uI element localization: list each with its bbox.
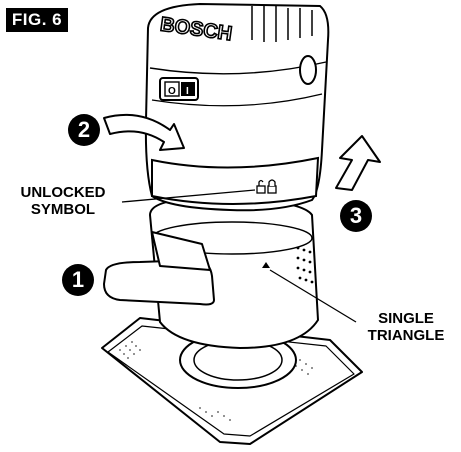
- callout-single-triangle: SINGLE TRIANGLE: [352, 310, 460, 344]
- grip-ridges: [251, 6, 313, 42]
- rotate-arrow-icon: [103, 113, 185, 151]
- step-badge-2: 2: [68, 114, 100, 146]
- callout-unlocked-line1: UNLOCKED: [20, 184, 106, 201]
- step-badge-1: 1: [62, 264, 94, 296]
- switch-off-label: O: [168, 86, 176, 97]
- figure-label: FIG. 6: [6, 8, 68, 32]
- callout-single-line1: SINGLE: [378, 310, 434, 327]
- lift-arrow-icon: [335, 135, 381, 191]
- clamp-lever: [103, 231, 215, 306]
- step-badge-3: 3: [340, 200, 372, 232]
- single-triangle-marker: [262, 262, 270, 268]
- unlocked-symbol: [256, 179, 277, 194]
- callout-unlocked-line2: SYMBOL: [30, 201, 96, 218]
- leader-lines: [121, 189, 357, 323]
- vent-holes: [296, 246, 314, 284]
- callout-single-line2: TRIANGLE: [367, 327, 445, 344]
- callout-unlocked-symbol: UNLOCKED SYMBOL: [4, 184, 122, 218]
- side-knob: [299, 55, 317, 85]
- switch-on-label: I: [186, 86, 189, 97]
- power-switch: O I: [159, 77, 199, 101]
